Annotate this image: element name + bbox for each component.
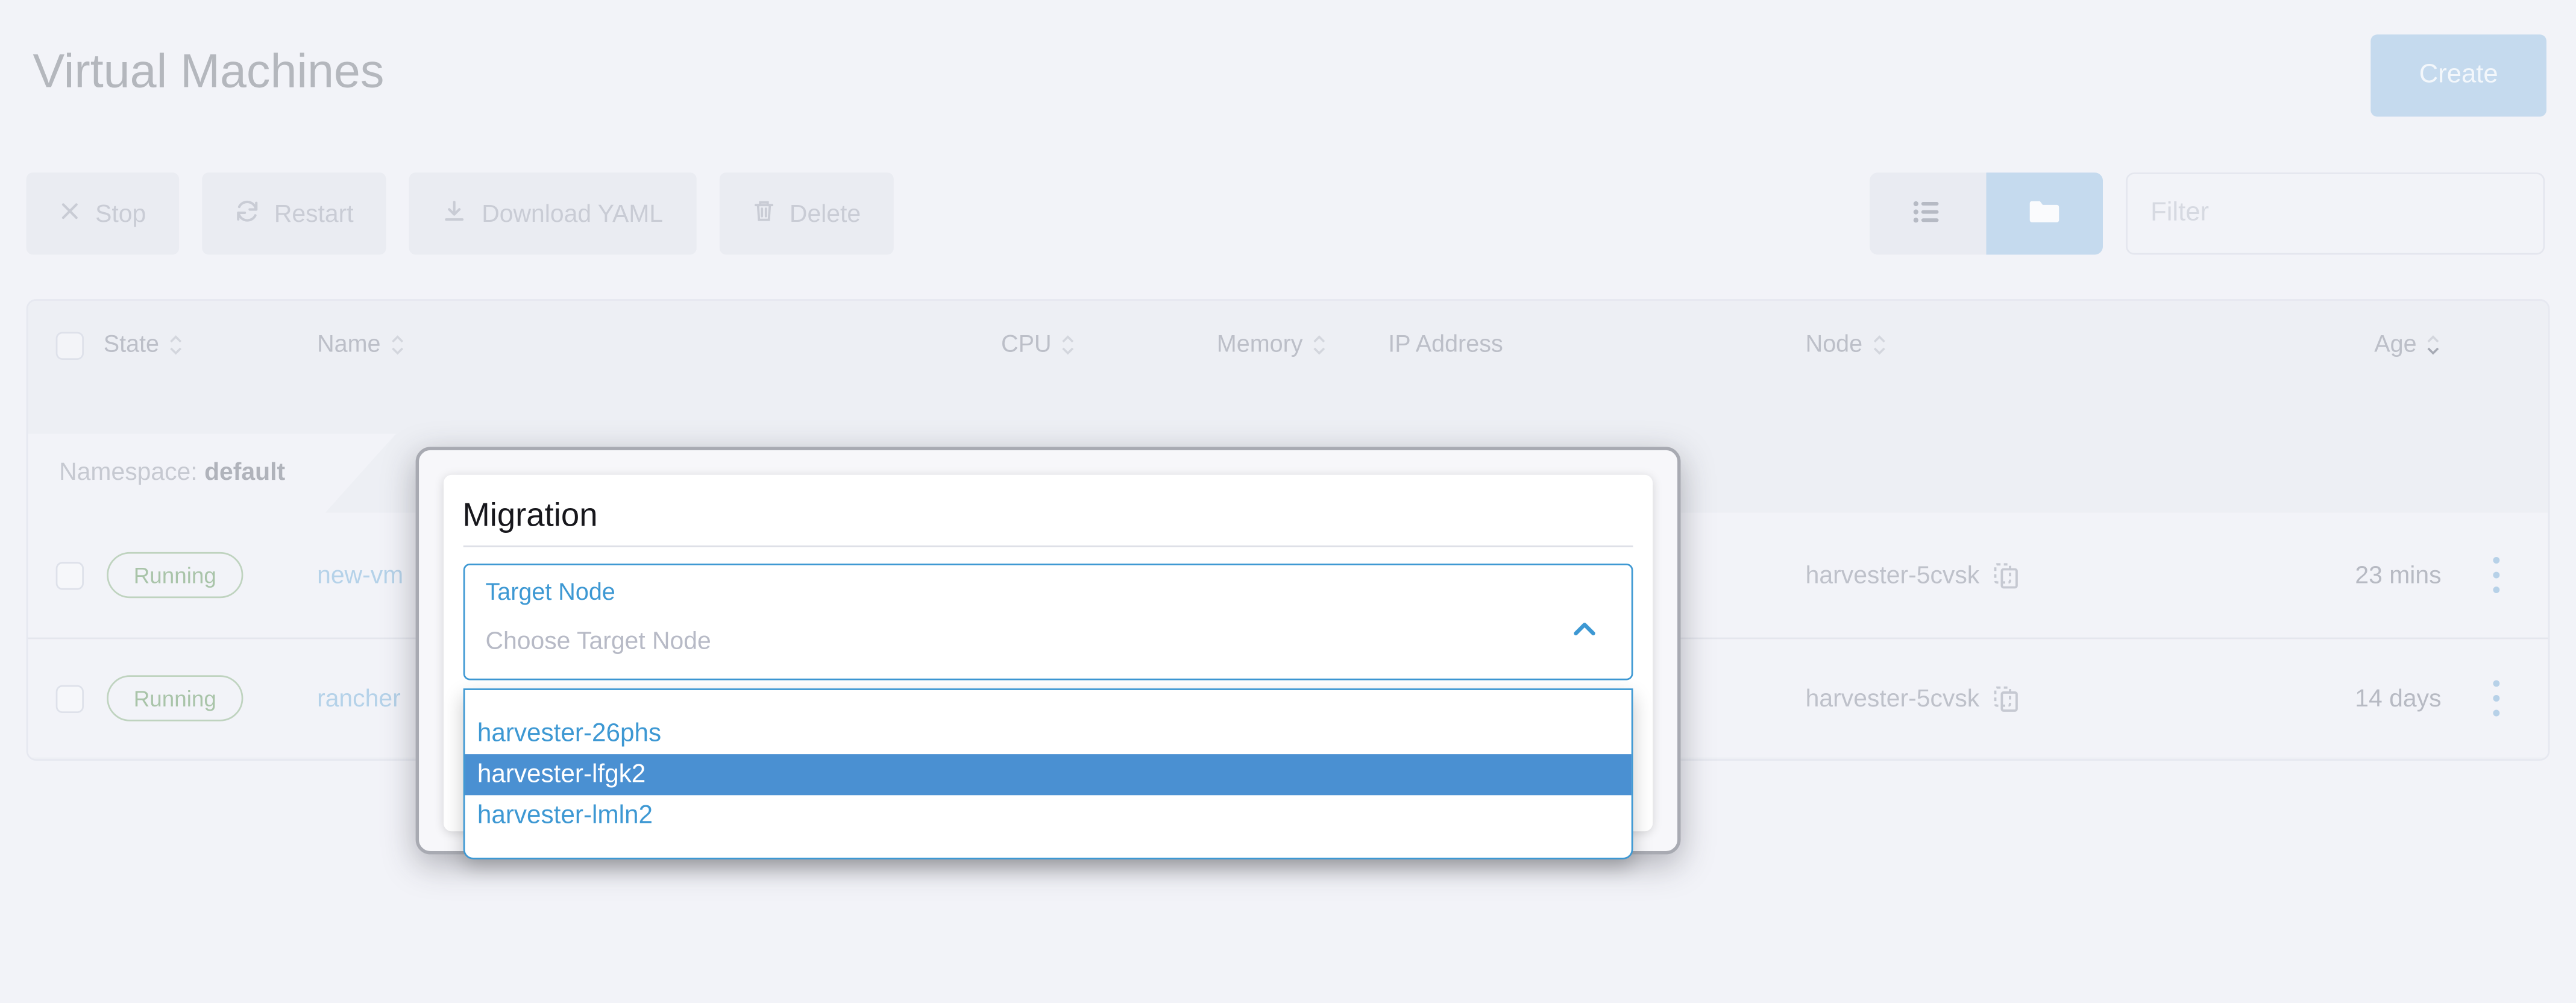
table-header-row: State Name CPU Memory IP Address Node (28, 301, 2548, 389)
sort-icon (389, 332, 405, 359)
stop-button[interactable]: Stop (26, 172, 179, 255)
trash-icon (752, 198, 774, 229)
copy-icon[interactable] (1993, 684, 2019, 712)
download-icon (442, 198, 467, 229)
column-header-state[interactable]: State (104, 332, 317, 359)
row-checkbox[interactable] (55, 684, 84, 712)
download-yaml-button-label: Download YAML (482, 200, 664, 228)
status-badge: Running (107, 675, 243, 722)
target-node-select[interactable]: Target Node Choose Target Node (462, 562, 1633, 681)
status-badge: Running (107, 552, 243, 599)
view-toggle (1869, 172, 2103, 255)
x-icon (59, 200, 80, 227)
column-header-ip-address[interactable]: IP Address (1388, 332, 1503, 359)
namespace-group-header: Namespace: default (28, 434, 396, 513)
sort-icon (1871, 332, 1887, 359)
migration-modal: Migration Target Node Choose Target Node… (415, 446, 1680, 859)
dropdown-option[interactable]: harvester-lmln2 (477, 802, 653, 831)
column-header-cpu[interactable]: CPU (747, 332, 1076, 359)
table-gap (28, 389, 2548, 434)
select-all-checkbox[interactable] (55, 331, 84, 359)
refresh-icon (234, 198, 259, 229)
row-actions-button[interactable] (2442, 555, 2548, 594)
dropdown-option-selected[interactable]: harvester-lfgk2 (464, 753, 1631, 796)
stop-button-label: Stop (95, 200, 146, 228)
filter-input[interactable] (2126, 172, 2545, 255)
namespace-group-label: Namespace: (59, 458, 198, 486)
download-yaml-button[interactable]: Download YAML (409, 172, 696, 255)
node-name: harvester-5cvsk (1805, 684, 1980, 712)
dropdown-option[interactable]: harvester-26phs (477, 718, 662, 747)
list-view-button[interactable] (1869, 172, 1987, 255)
page-title: Virtual Machines (33, 46, 385, 99)
column-header-memory[interactable]: Memory (1076, 332, 1327, 359)
migration-modal-card: Migration Target Node Choose Target Node… (442, 474, 1652, 859)
list-icon (1912, 198, 1944, 229)
target-node-label: Target Node (485, 579, 615, 606)
modal-title: Migration (462, 497, 598, 533)
restart-button[interactable]: Restart (201, 172, 387, 255)
folder-icon (2028, 197, 2061, 230)
column-header-name[interactable]: Name (317, 332, 747, 359)
copy-icon[interactable] (1993, 561, 2019, 589)
delete-button[interactable]: Delete (718, 172, 894, 255)
table-controls (1869, 172, 2545, 255)
sort-desc-icon (2425, 332, 2441, 359)
row-actions-button[interactable] (2442, 679, 2548, 718)
sort-icon (168, 332, 184, 359)
sort-icon (1311, 332, 1327, 359)
age-value: 14 days (2355, 684, 2442, 712)
folder-view-button[interactable] (1986, 172, 2103, 255)
bulk-actions-toolbar: Stop Restart Download YAML Delete (26, 172, 894, 255)
chevron-up-icon (1571, 615, 1596, 645)
namespace-group-value: default (204, 458, 286, 486)
column-header-age[interactable]: Age (2310, 332, 2441, 359)
vm-name-link[interactable]: rancher (317, 684, 401, 712)
sort-icon (1060, 332, 1076, 359)
target-node-dropdown: harvester-26phs harvester-lfgk2 harveste… (462, 687, 1633, 859)
node-name: harvester-5cvsk (1805, 561, 1980, 590)
column-header-node[interactable]: Node (1779, 332, 2310, 359)
age-value: 23 mins (2355, 561, 2442, 590)
vm-name-link[interactable]: new-vm (317, 561, 404, 590)
create-button[interactable]: Create (2370, 34, 2546, 117)
modal-divider (462, 544, 1633, 547)
row-checkbox[interactable] (55, 561, 84, 590)
delete-button-label: Delete (789, 200, 861, 228)
table-row: Running new-vm harvester-5cvsk 23 mins (28, 512, 2548, 637)
target-node-placeholder: Choose Target Node (485, 626, 711, 655)
restart-button-label: Restart (274, 200, 354, 228)
